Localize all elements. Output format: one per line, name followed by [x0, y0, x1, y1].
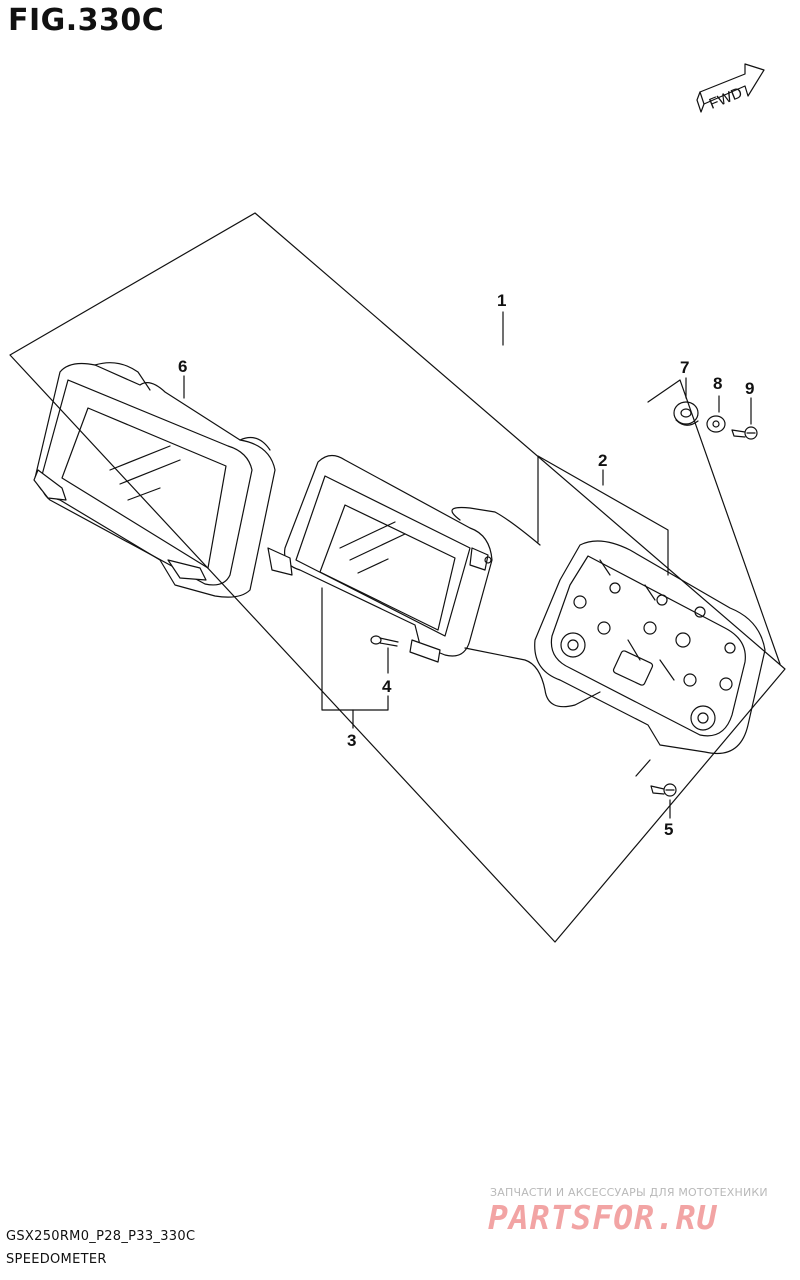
callout-5: 5: [664, 820, 673, 839]
watermark-tagline: ЗАПЧАСТИ И АКСЕССУАРЫ ДЛЯ МОТОТЕХНИКИ: [490, 1186, 768, 1199]
diagram-reference-code: GSX250RM0_P28_P33_330C: [6, 1229, 196, 1244]
lcd-module-part: [267, 454, 493, 663]
pin-part: [370, 635, 399, 647]
leader-lines: [183, 311, 781, 819]
callout-2: 2: [598, 451, 607, 470]
callout-3: 3: [347, 731, 356, 750]
callout-7: 7: [680, 358, 689, 377]
callout-4: 4: [382, 677, 392, 696]
assembly-boundary: [9, 212, 786, 943]
figure-title: FIG.330C: [8, 3, 165, 38]
callout-1: 1: [497, 291, 506, 310]
fwd-arrow-icon: FWD: [696, 63, 765, 113]
callout-8: 8: [713, 374, 722, 393]
assembly-name: SPEEDOMETER: [6, 1252, 107, 1267]
washer-part: [706, 415, 726, 433]
front-cover-part: [33, 362, 276, 598]
wire-harness: [451, 506, 601, 708]
screw-part-9: [731, 426, 758, 440]
screw-part-5: [650, 783, 677, 797]
callout-9: 9: [745, 379, 754, 398]
rear-case-part: [534, 540, 766, 755]
callout-6: 6: [178, 357, 187, 376]
watermark-logo: PARTSFOR.RU: [488, 1198, 718, 1237]
